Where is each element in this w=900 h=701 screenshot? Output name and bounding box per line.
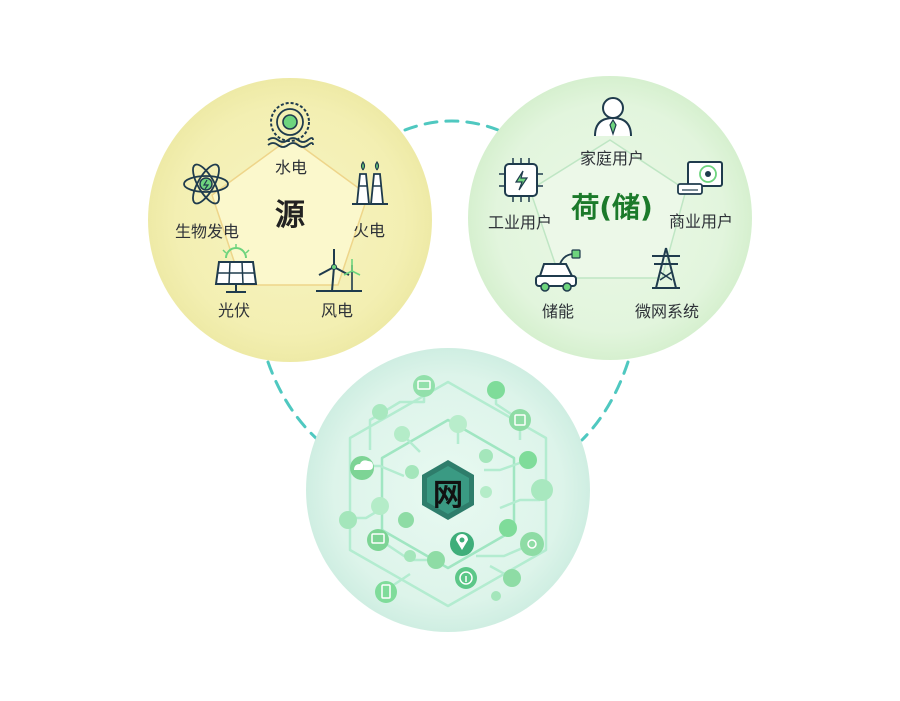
source-pentagon xyxy=(211,137,369,286)
wind-turbine-icon xyxy=(316,249,362,292)
label-household: 家庭用户 xyxy=(579,149,645,168)
label-thermal: 火电 xyxy=(352,221,386,240)
power-plant-icon xyxy=(352,160,388,205)
label-wind: 风电 xyxy=(320,301,354,320)
connector-source-grid xyxy=(266,360,320,442)
user-icon xyxy=(594,97,632,137)
label-storage: 储能 xyxy=(541,302,575,321)
label-hydro: 水电 xyxy=(274,158,308,177)
solar-panel-icon xyxy=(214,244,258,293)
label-biomass: 生物发电 xyxy=(174,222,240,241)
transmission-tower-icon xyxy=(652,247,680,289)
grid-title: 网 xyxy=(433,478,463,513)
load-pentagon xyxy=(529,139,687,279)
connector-source-load xyxy=(403,119,500,132)
connector-load-grid xyxy=(580,360,630,442)
label-industrial: 工业用户 xyxy=(487,213,553,232)
water-wheel-icon xyxy=(267,102,314,148)
label-commercial: 商业用户 xyxy=(668,212,734,231)
load-title: 荷(储) xyxy=(571,191,653,224)
electric-car-icon xyxy=(535,249,581,292)
grid-node-glyphs xyxy=(354,380,537,599)
atom-icon xyxy=(183,163,229,205)
source-title: 源 xyxy=(275,198,305,233)
ac-unit-icon xyxy=(677,161,723,195)
label-solar: 光伏 xyxy=(217,301,251,320)
dashed-connectors xyxy=(266,119,630,442)
chip-icon xyxy=(499,158,543,202)
label-microgrid: 微网系统 xyxy=(634,302,700,321)
